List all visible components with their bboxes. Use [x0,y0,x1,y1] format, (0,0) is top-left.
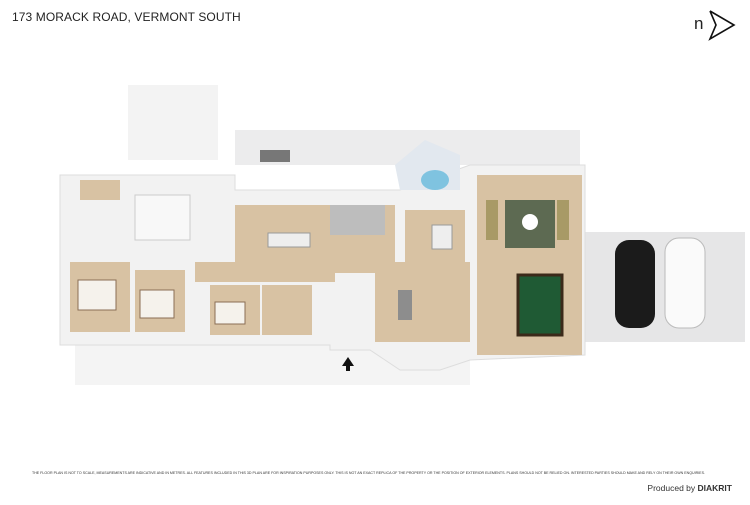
coffee-table [522,214,538,230]
bed-master [77,279,117,311]
disclaimer: THE FLOOR PLAN IS NOT TO SCALE, MEASUREM… [32,471,705,475]
dining-table [267,232,311,248]
billiard-table [516,273,564,337]
entry-arrow-icon [342,357,354,371]
sofa-family [398,290,412,320]
floor-plan-3d [59,85,745,385]
producer-credit: Produced by DIAKRIT [647,483,732,493]
rear-terrace [235,130,580,165]
produced-by-label: Produced by [647,483,696,493]
bathroom [134,194,191,241]
family-room [375,262,470,342]
sofa-rumpus-left [486,200,498,240]
car-white [664,237,706,329]
bed-2 [139,289,175,319]
compass-label: n [694,14,704,33]
spa [421,170,449,190]
hallway [195,262,335,282]
sofa-rumpus-right [557,200,569,240]
dining-table-meals [431,224,453,250]
compass: n [694,8,738,42]
pergola-area [128,85,218,160]
brand-name: DIAKRIT [697,483,732,493]
bed-3 [214,301,246,325]
property-address: 173 MORACK ROAD, VERMONT SOUTH [12,10,241,24]
study [262,285,312,335]
north-arrow-icon [708,10,736,41]
laundry [80,180,120,200]
sofa-terrace [260,150,290,162]
car-black [615,240,655,328]
kitchen-island [330,205,385,235]
